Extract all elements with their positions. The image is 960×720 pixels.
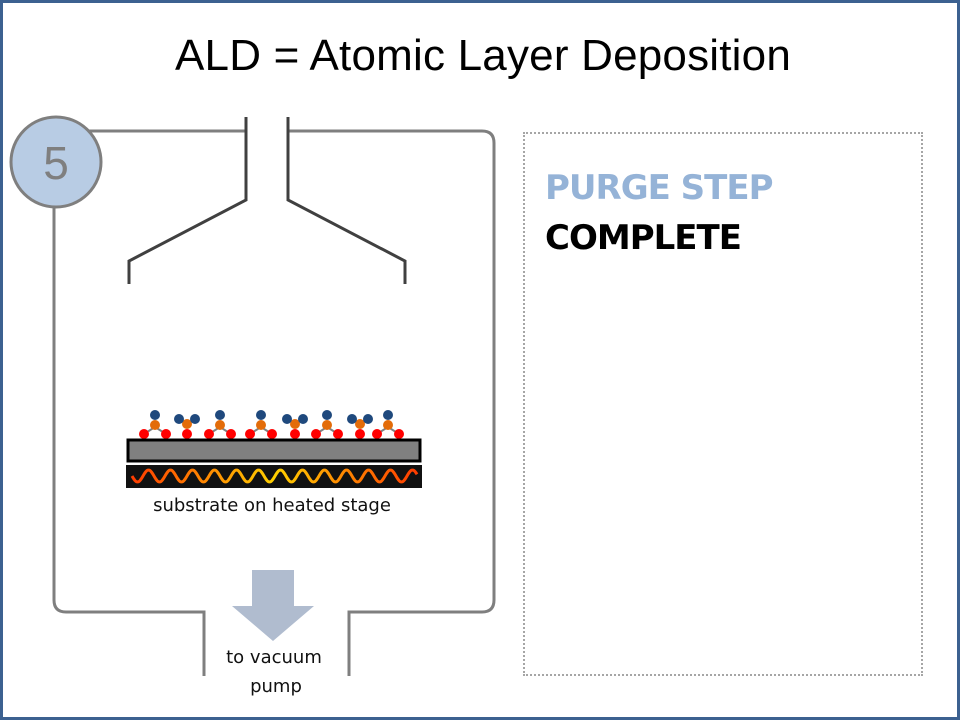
inlet-left	[127, 117, 248, 284]
oxygen-atom	[372, 429, 382, 439]
ligand-atom	[383, 410, 393, 420]
chamber-wall-left	[52, 129, 246, 676]
ligand-atom	[174, 414, 184, 424]
gas-inlet	[127, 117, 407, 284]
surface-molecule	[174, 414, 200, 439]
down-arrow-icon	[232, 570, 314, 641]
metal-atom	[355, 419, 365, 429]
oxygen-atom	[311, 429, 321, 439]
surface-molecules	[139, 410, 404, 439]
ligand-atom	[282, 414, 292, 424]
step-number: 5	[43, 137, 69, 189]
metal-atom	[256, 420, 266, 430]
step-info-box: PURGE STEP COMPLETE	[523, 132, 923, 676]
step-badge: 5	[9, 115, 103, 209]
ligand-atom	[347, 414, 357, 424]
ligand-atom	[322, 410, 332, 420]
metal-atom	[182, 419, 192, 429]
ald-chamber-diagram: 5 substrate on heated stage to vacuum pu…	[9, 115, 496, 697]
oxygen-atom	[355, 429, 365, 439]
ligand-atom	[150, 410, 160, 420]
oxygen-atom	[204, 429, 214, 439]
surface-molecule	[372, 410, 404, 439]
oxygen-atom	[245, 429, 255, 439]
heater-coil-icon	[130, 468, 419, 484]
chamber-wall-right	[288, 129, 496, 676]
ligand-atom	[363, 414, 373, 424]
oxygen-atom	[139, 429, 149, 439]
metal-atom	[290, 419, 300, 429]
ligand-atom	[215, 410, 225, 420]
surface-molecule	[282, 414, 308, 439]
metal-atom	[150, 420, 160, 430]
oxygen-atom	[267, 429, 277, 439]
ligand-atom	[256, 410, 266, 420]
oxygen-atom	[161, 429, 171, 439]
step-circle	[9, 115, 103, 209]
inlet-right	[286, 117, 407, 284]
ligand-atom	[298, 414, 308, 424]
oxygen-atom	[226, 429, 236, 439]
surface-molecule	[139, 410, 171, 439]
surface-molecule	[347, 414, 373, 439]
surface-molecule	[204, 410, 236, 439]
ligand-atom	[190, 414, 200, 424]
pump-label-line1: to vacuum	[226, 647, 322, 668]
metal-atom	[322, 420, 332, 430]
substrate-label: substrate on heated stage	[153, 495, 391, 516]
heated-stage	[126, 465, 422, 488]
oxygen-atom	[290, 429, 300, 439]
oxygen-atom	[394, 429, 404, 439]
surface-molecule	[245, 410, 277, 439]
oxygen-atom	[333, 429, 343, 439]
pump-label-line2: pump	[250, 676, 302, 697]
substrate	[126, 438, 422, 463]
metal-atom	[383, 420, 393, 430]
metal-atom	[215, 420, 225, 430]
step-status: COMPLETE	[545, 218, 742, 258]
oxygen-atom	[182, 429, 192, 439]
slide-title: ALD = Atomic Layer Deposition	[175, 31, 791, 80]
surface-molecule	[311, 410, 343, 439]
step-title: PURGE STEP	[545, 168, 774, 208]
